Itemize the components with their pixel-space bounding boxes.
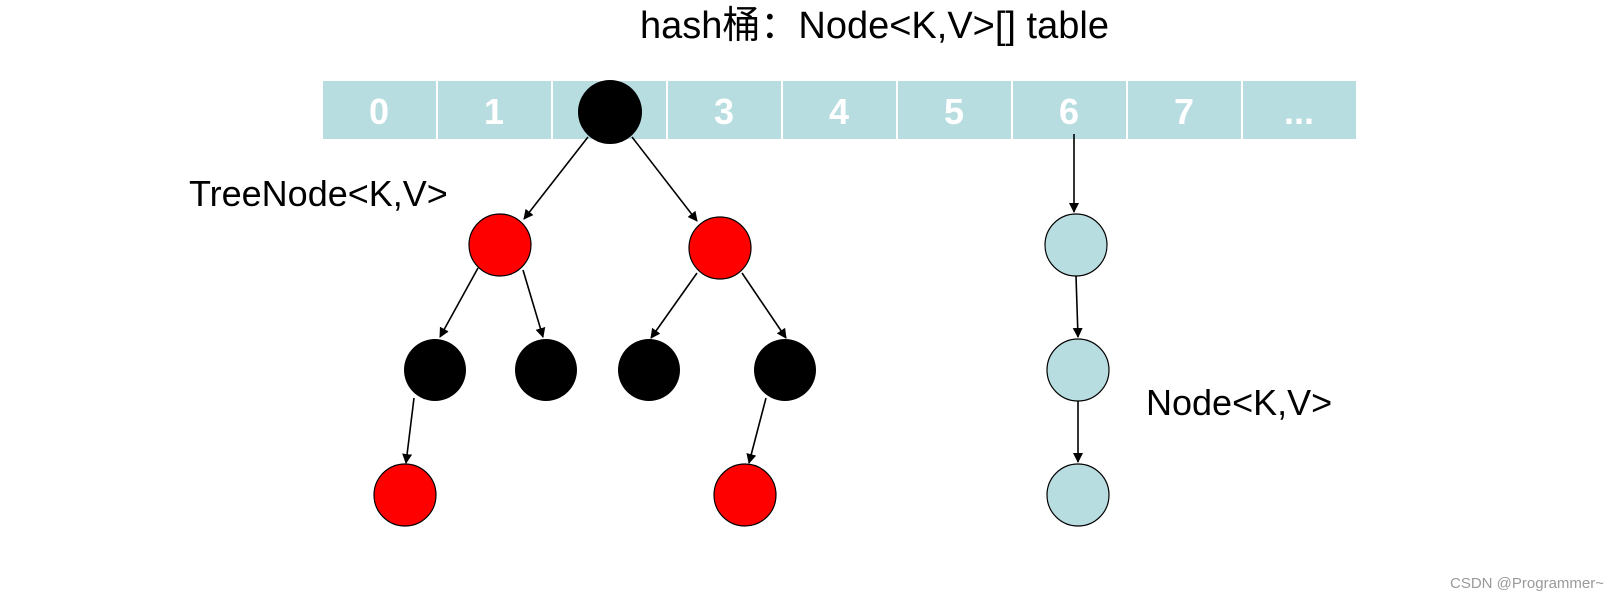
bucket-index-more: ... [1284,91,1314,132]
bucket-cell-1: 1 [438,81,551,139]
edge-rr-child [746,397,767,464]
edge-root-right [631,136,698,222]
watermark: CSDN @Programmer~ [1450,575,1604,592]
list-node-label: Node<K,V> [1146,382,1332,423]
bucket-index-5: 5 [944,91,964,132]
tree-edges [402,136,787,464]
edge-list-1-2 [1072,275,1083,338]
list-edges [1069,134,1083,463]
list-node-3 [1046,463,1110,527]
bucket-cell-5: 5 [898,81,1011,139]
bucket-array: 0 1 2 3 4 5 6 7 [323,81,1356,139]
edge-ll-child [402,397,415,464]
bucket-index-0: 0 [369,91,389,132]
bucket-index-4: 4 [829,91,849,132]
list-node-1 [1044,213,1108,277]
red-black-tree [373,80,816,527]
bucket-index-7: 7 [1174,91,1194,132]
bucket-cell-0: 0 [323,81,436,139]
linked-list [1044,213,1110,527]
tree-node-black-1 [404,339,466,401]
tree-node-red-leaf-right [713,463,777,527]
tree-node-red-leaf-left [373,463,437,527]
bucket-cell-7: 7 [1128,81,1241,139]
list-node-2 [1046,338,1110,402]
bucket-cell-more: ... [1243,81,1356,139]
tree-node-red-right [688,216,752,280]
diagram-title: hash桶：Node<K,V>[] table [640,5,1109,47]
bucket-index-6: 6 [1059,91,1079,132]
edge-l-lr [522,269,546,338]
edge-root-left [523,136,589,220]
edge-r-rr [741,272,787,339]
bucket-cell-6: 6 [1013,81,1126,139]
bucket-index-3: 3 [714,91,734,132]
edge-l-ll [439,267,479,338]
edge-r-rl [650,272,698,339]
bucket-cell-3: 3 [668,81,781,139]
tree-node-label: TreeNode<K,V> [189,173,448,214]
tree-node-root-black [578,80,642,144]
tree-node-black-3 [618,339,680,401]
tree-node-black-4 [754,339,816,401]
bucket-cell-4: 4 [783,81,896,139]
bucket-index-1: 1 [484,91,504,132]
tree-node-black-2 [515,339,577,401]
tree-node-red-left [468,213,532,277]
